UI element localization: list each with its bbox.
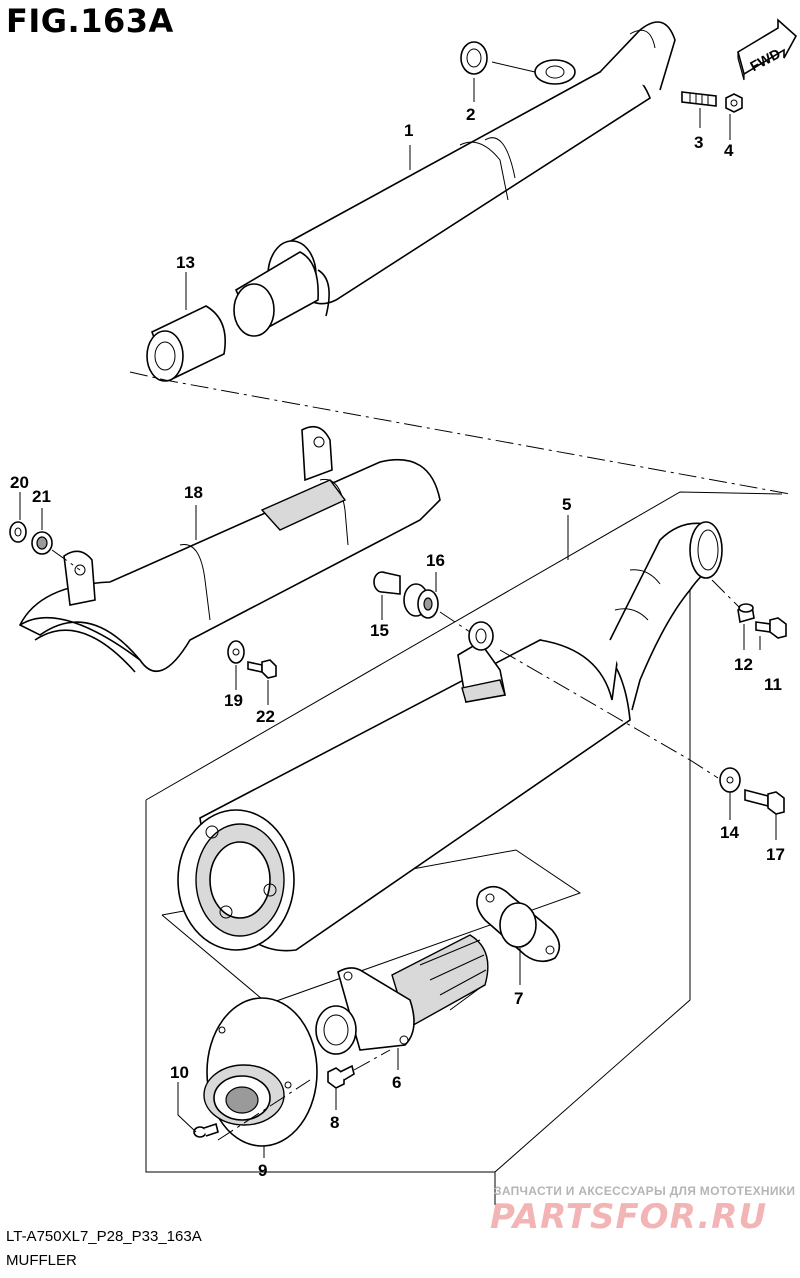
washer-21 — [31, 531, 53, 555]
callout-21: 21 — [32, 487, 51, 506]
callout-9: 9 — [258, 1161, 267, 1180]
watermark-tagline: ЗАПЧАСТИ И АКСЕССУАРЫ ДЛЯ МОТОТЕХНИКИ — [494, 1184, 796, 1198]
gasket-7 — [476, 885, 561, 963]
figure-title: FIG.163A — [6, 2, 174, 40]
sleeve-13 — [146, 305, 226, 382]
collar-12 — [737, 603, 755, 624]
callout-18: 18 — [184, 483, 203, 502]
callout-17: 17 — [766, 845, 785, 864]
callout-5: 5 — [562, 495, 571, 514]
muffler-5 — [177, 521, 723, 952]
callout-19: 19 — [224, 691, 243, 710]
bolt-22 — [247, 659, 277, 679]
nut-4 — [725, 93, 743, 113]
screw-8 — [327, 1064, 355, 1089]
callout-22: 22 — [256, 707, 275, 726]
callout-16: 16 — [426, 551, 445, 570]
fwd-arrow-icon: FWD — [737, 18, 798, 81]
bolt-17 — [744, 788, 785, 815]
bolt-11 — [755, 617, 787, 639]
callout-15: 15 — [370, 621, 389, 640]
figure-code: LT-A750XL7_P28_P33_163A — [6, 1228, 202, 1245]
washer-19 — [227, 640, 245, 664]
exhaust-pipe-1 — [233, 21, 676, 337]
stud-bolt-3 — [681, 91, 717, 107]
spark-arrester-6 — [315, 934, 489, 1055]
washer-20 — [9, 521, 27, 543]
screw-10 — [193, 1122, 219, 1138]
callout-2: 2 — [466, 105, 475, 124]
end-cap-9 — [203, 997, 318, 1147]
bushing-15 — [373, 571, 401, 595]
washer-14 — [719, 767, 741, 793]
callout-7: 7 — [514, 989, 523, 1008]
callout-12: 12 — [734, 655, 753, 674]
callout-6: 6 — [392, 1073, 401, 1092]
callout-20: 20 — [10, 473, 29, 492]
callout-1: 1 — [404, 121, 413, 140]
heat-shield-18 — [18, 425, 441, 673]
gasket-2 — [460, 41, 488, 75]
callout-11: 11 — [764, 675, 782, 694]
callout-8: 8 — [330, 1113, 339, 1132]
callout-13: 13 — [176, 253, 195, 272]
callout-4: 4 — [724, 141, 734, 160]
grommet-16 — [403, 583, 439, 619]
callout-3: 3 — [694, 133, 703, 152]
figure-caption: MUFFLER — [6, 1252, 77, 1269]
callout-14: 14 — [720, 823, 739, 842]
watermark-logo: PARTSFOR.RU — [490, 1197, 768, 1237]
callout-10: 10 — [170, 1063, 189, 1082]
